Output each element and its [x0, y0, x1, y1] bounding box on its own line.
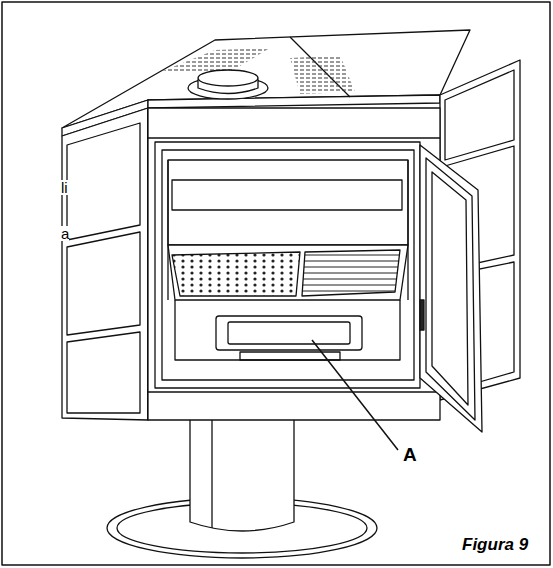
cut-text-fragment: li — [61, 180, 68, 195]
front-frame — [148, 108, 440, 420]
pedestal — [107, 420, 377, 558]
open-door — [420, 145, 482, 432]
firebox — [168, 160, 408, 360]
figure-caption: Figura 9 — [462, 536, 528, 553]
left-tiles — [62, 108, 148, 420]
leader-line — [312, 340, 398, 450]
callout-letter: A — [403, 445, 417, 464]
cut-text-fragment: a — [61, 226, 69, 241]
